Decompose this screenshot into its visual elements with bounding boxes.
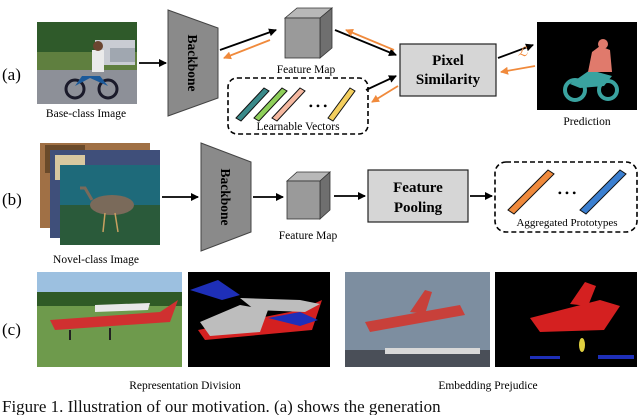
- base-class-image-caption: Base-class Image: [46, 108, 126, 120]
- aggregated-prototypes-caption: Aggregated Prototypes: [516, 217, 617, 229]
- row-label-a: (a): [2, 65, 21, 84]
- feature-map-caption-b: Feature Map: [279, 230, 338, 242]
- pixel-similarity-label-2: Similarity: [416, 72, 481, 88]
- embedding-prejudice-caption: Embedding Prejudice: [438, 380, 537, 392]
- representation-division-mask: [188, 272, 330, 367]
- novel-class-image-caption: Novel-class Image: [53, 254, 139, 266]
- backbone-b-label: Backbone: [218, 168, 233, 225]
- pixel-similarity-label-1: Pixel: [432, 53, 464, 69]
- arrow-featuremap-to-similarity: [334, 29, 397, 57]
- figure-caption: Figure 1. Illustration of our motivation…: [2, 397, 441, 415]
- grad-arrow-featuremap-to-backbone-a: [223, 39, 271, 60]
- feature-map-caption-a: Feature Map: [277, 64, 336, 76]
- airplane-photo-1: [37, 272, 182, 367]
- arrow-similarity-to-prediction: [497, 43, 534, 59]
- aggregated-prototypes-box: [494, 161, 638, 233]
- prediction-caption: Prediction: [563, 116, 611, 128]
- aggregated-prototypes: [507, 169, 627, 215]
- feature-pooling-label-2: Pooling: [394, 200, 443, 216]
- arrow-backbone-to-featuremap-a: [219, 28, 277, 51]
- embedding-prejudice-mask: [495, 272, 637, 367]
- learnable-vectors: [235, 87, 356, 122]
- arrow-vectors-to-similarity: [365, 75, 397, 91]
- aggregated-prototypes-ellipsis: • • •: [558, 186, 577, 200]
- representation-division-caption: Representation Division: [129, 380, 241, 392]
- grad-arrow-similarity-to-featuremap: [345, 29, 395, 51]
- loss-symbol: ℒ: [518, 44, 528, 59]
- feature-pooling-box: [367, 169, 469, 223]
- feature-pooling-label-1: Feature: [393, 180, 443, 196]
- learnable-vectors-caption: Learnable Vectors: [256, 121, 340, 133]
- pixel-similarity-box: [399, 43, 497, 97]
- backbone-a-label: Backbone: [185, 34, 200, 91]
- novel-class-image-stack: [40, 143, 160, 245]
- prediction-mask: [537, 22, 637, 110]
- row-label-b: (b): [2, 190, 22, 209]
- loss-arrow: [500, 65, 536, 75]
- grad-arrow-similarity-to-vectors: [371, 85, 399, 103]
- row-label-c: (c): [2, 320, 21, 339]
- backbone-a: [167, 9, 219, 117]
- learnable-vectors-ellipsis: • • •: [309, 99, 328, 113]
- learnable-vectors-box: [227, 77, 369, 135]
- feature-map-cube-b: [285, 171, 332, 220]
- backbone-b: [200, 142, 252, 252]
- feature-map-cube-a: [283, 7, 334, 59]
- airplane-photo-2: [345, 272, 490, 367]
- base-class-image: [37, 22, 137, 104]
